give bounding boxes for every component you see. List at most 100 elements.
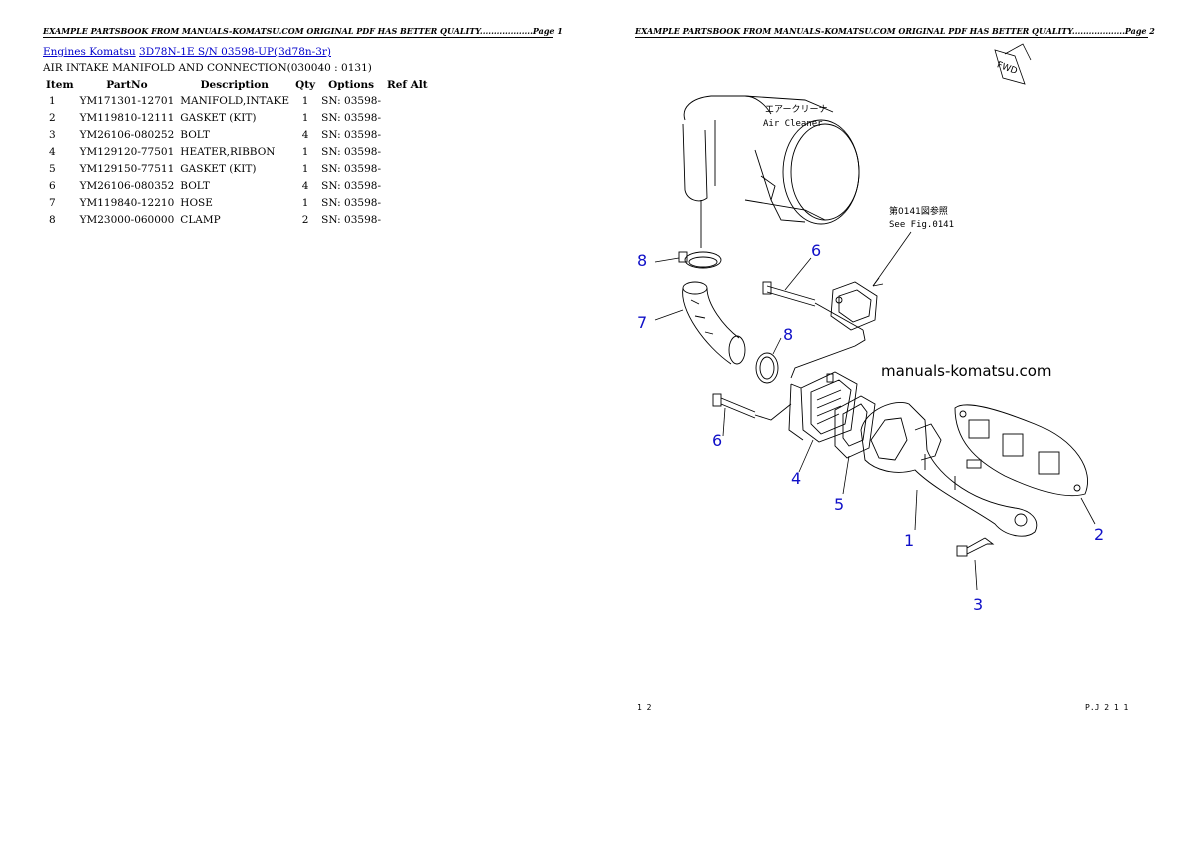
manifold-gasket-drawing [954,404,1088,497]
cell-item: 8 [49,213,56,226]
table-row: 7 YM119840-12210 HOSE 1 SN: 03598- [43,194,431,211]
air-cleaner-drawing [682,95,860,248]
col-partno: PartNo [106,78,148,91]
cell-description: GASKET (KIT) [180,111,257,124]
fwd-label: FWD [996,60,1019,77]
heater-drawing [788,371,858,443]
footer-left-code: 1 2 [637,703,652,712]
cell-qty: 1 [301,145,309,158]
cell-item: 4 [49,145,56,158]
breadcrumb: Engines Komatsu 3D78N-1E S/N 03598-UP(3d… [43,46,331,58]
cell-qty: 4 [301,128,309,141]
cell-description: BOLT [180,179,210,192]
cell-description: GASKET (KIT) [180,162,257,175]
table-row: 5 YM129150-77511 GASKET (KIT) 1 SN: 0359… [43,160,431,177]
cell-partno: YM26106-080252 [79,128,175,141]
leader-lines [654,257,1096,591]
cell-partno: YM171301-12701 [79,94,175,107]
cell-options: SN: 03598- [321,196,382,209]
callout-7: 7 [637,313,647,332]
cell-item: 7 [49,196,56,209]
cell-ref-alt [384,143,431,160]
section-title: AIR INTAKE MANIFOLD AND CONNECTION(03004… [43,62,372,74]
air-cleaner-en-label: Air Cleaner [763,119,823,129]
cell-options: SN: 03598- [321,179,382,192]
col-ref-alt: Ref Alt [387,78,428,91]
callout-4: 4 [791,469,801,488]
callout-8-mid: 8 [783,325,793,344]
cell-partno: YM119810-12111 [79,111,175,124]
cell-ref-alt [384,211,431,228]
cell-options: SN: 03598- [321,128,382,141]
diagram-page: EXAMPLE PARTSBOOK FROM MANUALS-KOMATSU.C… [595,0,1190,842]
bolt-drawing [762,281,864,331]
callout-6-top: 6 [811,241,821,260]
intake-manifold-drawing [860,402,1038,537]
table-row: 3 YM26106-080252 BOLT 4 SN: 03598- [43,126,431,143]
watermark-text: manuals-komatsu.com [881,362,1052,380]
cell-partno: YM129150-77511 [79,162,175,175]
cell-item: 1 [49,94,56,107]
cell-partno: YM26106-080352 [79,179,175,192]
col-item: Item [46,78,74,91]
breadcrumb-link-engines[interactable]: Engines Komatsu [43,46,136,58]
table-header-row: Item PartNo Description Qty Options Ref … [43,77,431,92]
callout-5: 5 [834,495,844,514]
bolt-drawing [712,393,792,421]
cell-description: HOSE [180,196,213,209]
cell-item: 6 [49,179,56,192]
cell-ref-alt [384,92,431,109]
cell-ref-alt [384,177,431,194]
breadcrumb-link-model[interactable]: 3D78N-1E S/N 03598-UP(3d78n-3r) [139,46,331,58]
cell-item: 5 [49,162,56,175]
cell-qty: 4 [301,179,309,192]
cell-qty: 1 [301,94,309,107]
callout-6-bottom: 6 [712,431,722,450]
hose-drawing [682,281,746,365]
exploded-parts-diagram: FWD エアークリーナ Air Cleaner 第0141図参照 See Fig… [637,43,1104,614]
cell-ref-alt [384,126,431,143]
parts-table: Item PartNo Description Qty Options Ref … [43,77,431,228]
cell-options: SN: 03598- [321,213,382,226]
callout-2: 2 [1094,525,1104,544]
footer-right-code: P.J 2 1 1 [1085,703,1129,712]
col-qty: Qty [295,78,316,91]
table-row: 6 YM26106-080352 BOLT 4 SN: 03598- [43,177,431,194]
callout-numbers: 8 7 6 8 6 4 5 1 2 3 [637,241,1104,614]
clamp-drawing [678,251,722,269]
cell-options: SN: 03598- [321,94,382,107]
cell-description: BOLT [180,128,210,141]
bolt-drawing [956,537,995,557]
cell-ref-alt [384,194,431,211]
cell-description: HEATER,RIBBON [180,145,276,158]
air-cleaner-jp-label: エアークリーナ [765,104,827,115]
cell-qty: 1 [301,111,309,124]
table-row: 4 YM129120-77501 HEATER,RIBBON 1 SN: 035… [43,143,431,160]
cell-ref-alt [384,160,431,177]
cell-item: 3 [49,128,56,141]
cell-options: SN: 03598- [321,111,382,124]
cell-ref-alt [384,109,431,126]
cell-item: 2 [49,111,56,124]
cell-partno: YM129120-77501 [79,145,175,158]
parts-list-page: EXAMPLE PARTSBOOK FROM MANUALS-KOMATSU.C… [43,26,563,228]
page-header: EXAMPLE PARTSBOOK FROM MANUALS-KOMATSU.C… [635,26,1155,38]
callout-3: 3 [973,595,983,614]
cell-qty: 1 [301,162,309,175]
table-row: 1 YM171301-12701 MANIFOLD,INTAKE 1 SN: 0… [43,92,431,109]
col-options: Options [328,78,375,91]
cell-qty: 1 [301,196,309,209]
cell-description: MANIFOLD,INTAKE [180,94,290,107]
cell-options: SN: 03598- [321,162,382,175]
cell-options: SN: 03598- [321,145,382,158]
cell-partno: YM23000-060000 [79,213,175,226]
clamp-drawing [755,352,779,384]
fwd-arrow-icon: FWD [994,43,1032,85]
see-fig-en-label: See Fig.0141 [889,220,954,230]
gasket-drawing [834,395,876,459]
table-row: 2 YM119810-12111 GASKET (KIT) 1 SN: 0359… [43,109,431,126]
page-header: EXAMPLE PARTSBOOK FROM MANUALS-KOMATSU.C… [43,26,563,38]
cell-description: CLAMP [180,213,221,226]
cell-partno: YM119840-12210 [79,196,175,209]
callout-8-top: 8 [637,251,647,270]
